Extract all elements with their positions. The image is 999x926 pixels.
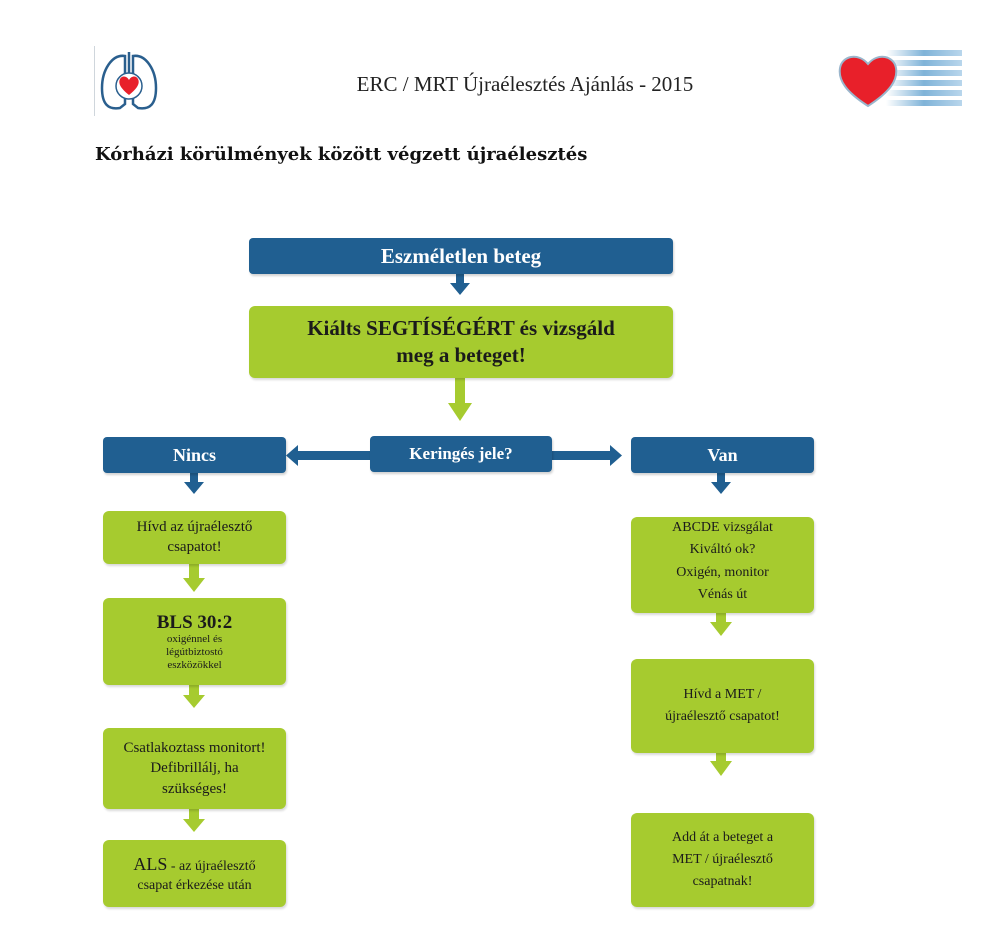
als-line1: ALS - az újraélesztő bbox=[133, 852, 255, 877]
monitor-line3: szükséges! bbox=[162, 780, 227, 797]
abcde-node: ABCDE vizsgálat Kiváltó ok? Oxigén, moni… bbox=[631, 517, 814, 613]
arrow-v2-down bbox=[710, 753, 732, 776]
check-line2: meg a beteget! bbox=[396, 343, 526, 367]
arrow-left bbox=[286, 445, 370, 466]
call-met-line1: Hívd a MET / bbox=[683, 686, 762, 702]
bls-node: BLS 30:2 oxigénnel és légútbiztostó eszk… bbox=[103, 598, 286, 685]
arrow-van-down bbox=[711, 472, 731, 494]
abcde-line4: Vénás út bbox=[697, 587, 748, 603]
call-met-node: Hívd a MET / újraélesztő csapatot! bbox=[631, 659, 814, 753]
check-line1: Kiálts SEGTÍSÉGÉRT és vizsgáld bbox=[307, 315, 615, 340]
arrow-g1-down bbox=[183, 564, 205, 592]
abcde-line2: Kiváltó ok? bbox=[689, 542, 756, 558]
lungs-heart-icon bbox=[100, 52, 158, 110]
arrow-right bbox=[552, 445, 622, 466]
arrow-g2-down bbox=[183, 685, 205, 708]
yes-label: Van bbox=[707, 444, 738, 465]
check-node: Kiálts SEGTÍSÉGÉRT és vizsgáld meg a bet… bbox=[249, 306, 673, 378]
handover-node: Add át a beteget a MET / újraélesztő csa… bbox=[631, 813, 814, 907]
call-team-line1: Hívd az újraélesztő bbox=[136, 519, 253, 535]
handover-line1: Add át a beteget a bbox=[671, 830, 774, 846]
bls-sub2: légútbiztostó bbox=[166, 646, 223, 659]
arrow-nincs-down bbox=[184, 472, 204, 494]
arrow-check-down bbox=[448, 378, 472, 421]
als-rest: - az újraélesztő bbox=[167, 858, 256, 874]
right-logo bbox=[836, 46, 964, 110]
heart-stripes-icon bbox=[838, 50, 962, 108]
header-divider bbox=[94, 46, 95, 116]
bls-title: BLS 30:2 bbox=[156, 611, 233, 633]
als-line2: csapat érkezése után bbox=[137, 877, 252, 893]
call-met-line2: újraélesztő csapatot! bbox=[665, 709, 780, 724]
arrow-v1-down bbox=[710, 613, 732, 636]
monitor-line1: Csatlakoztass monitort! bbox=[123, 740, 266, 757]
question-label: Keringés jele? bbox=[409, 444, 513, 463]
page-title: Kórházi körülmények között végzett újraé… bbox=[95, 144, 588, 165]
handover-line2: MET / újraélesztő bbox=[672, 852, 773, 868]
question-node: Keringés jele? bbox=[370, 436, 552, 472]
yes-node: Van bbox=[631, 437, 814, 473]
als-node: ALS - az újraélesztő csapat érkezése utá… bbox=[103, 840, 286, 907]
header-title: ERC / MRT Újraélesztés Ajánlás - 2015 bbox=[356, 72, 694, 96]
als-prefix: ALS bbox=[133, 853, 168, 874]
arrow-g3-down bbox=[183, 809, 205, 832]
left-logo bbox=[98, 48, 160, 114]
bls-sub1: oxigénnel és bbox=[166, 633, 223, 646]
abcde-line3: Oxigén, monitor bbox=[676, 564, 769, 580]
abcde-line1: ABCDE vizsgálat bbox=[672, 520, 773, 535]
start-node: Eszméletlen beteg bbox=[249, 238, 673, 274]
start-label: Eszméletlen beteg bbox=[380, 243, 542, 268]
call-team-line2: csapatot! bbox=[167, 538, 222, 555]
no-node: Nincs bbox=[103, 437, 286, 473]
no-label: Nincs bbox=[172, 444, 216, 465]
arrow-start-down bbox=[450, 273, 470, 295]
handover-line3: csapatnak! bbox=[692, 873, 753, 889]
monitor-node: Csatlakoztass monitort! Defibrillálj, ha… bbox=[103, 728, 286, 809]
monitor-line2: Defibrillálj, ha bbox=[150, 760, 239, 777]
bls-sub3: eszközökkel bbox=[167, 658, 222, 671]
call-team-node: Hívd az újraélesztő csapatot! bbox=[103, 511, 286, 564]
